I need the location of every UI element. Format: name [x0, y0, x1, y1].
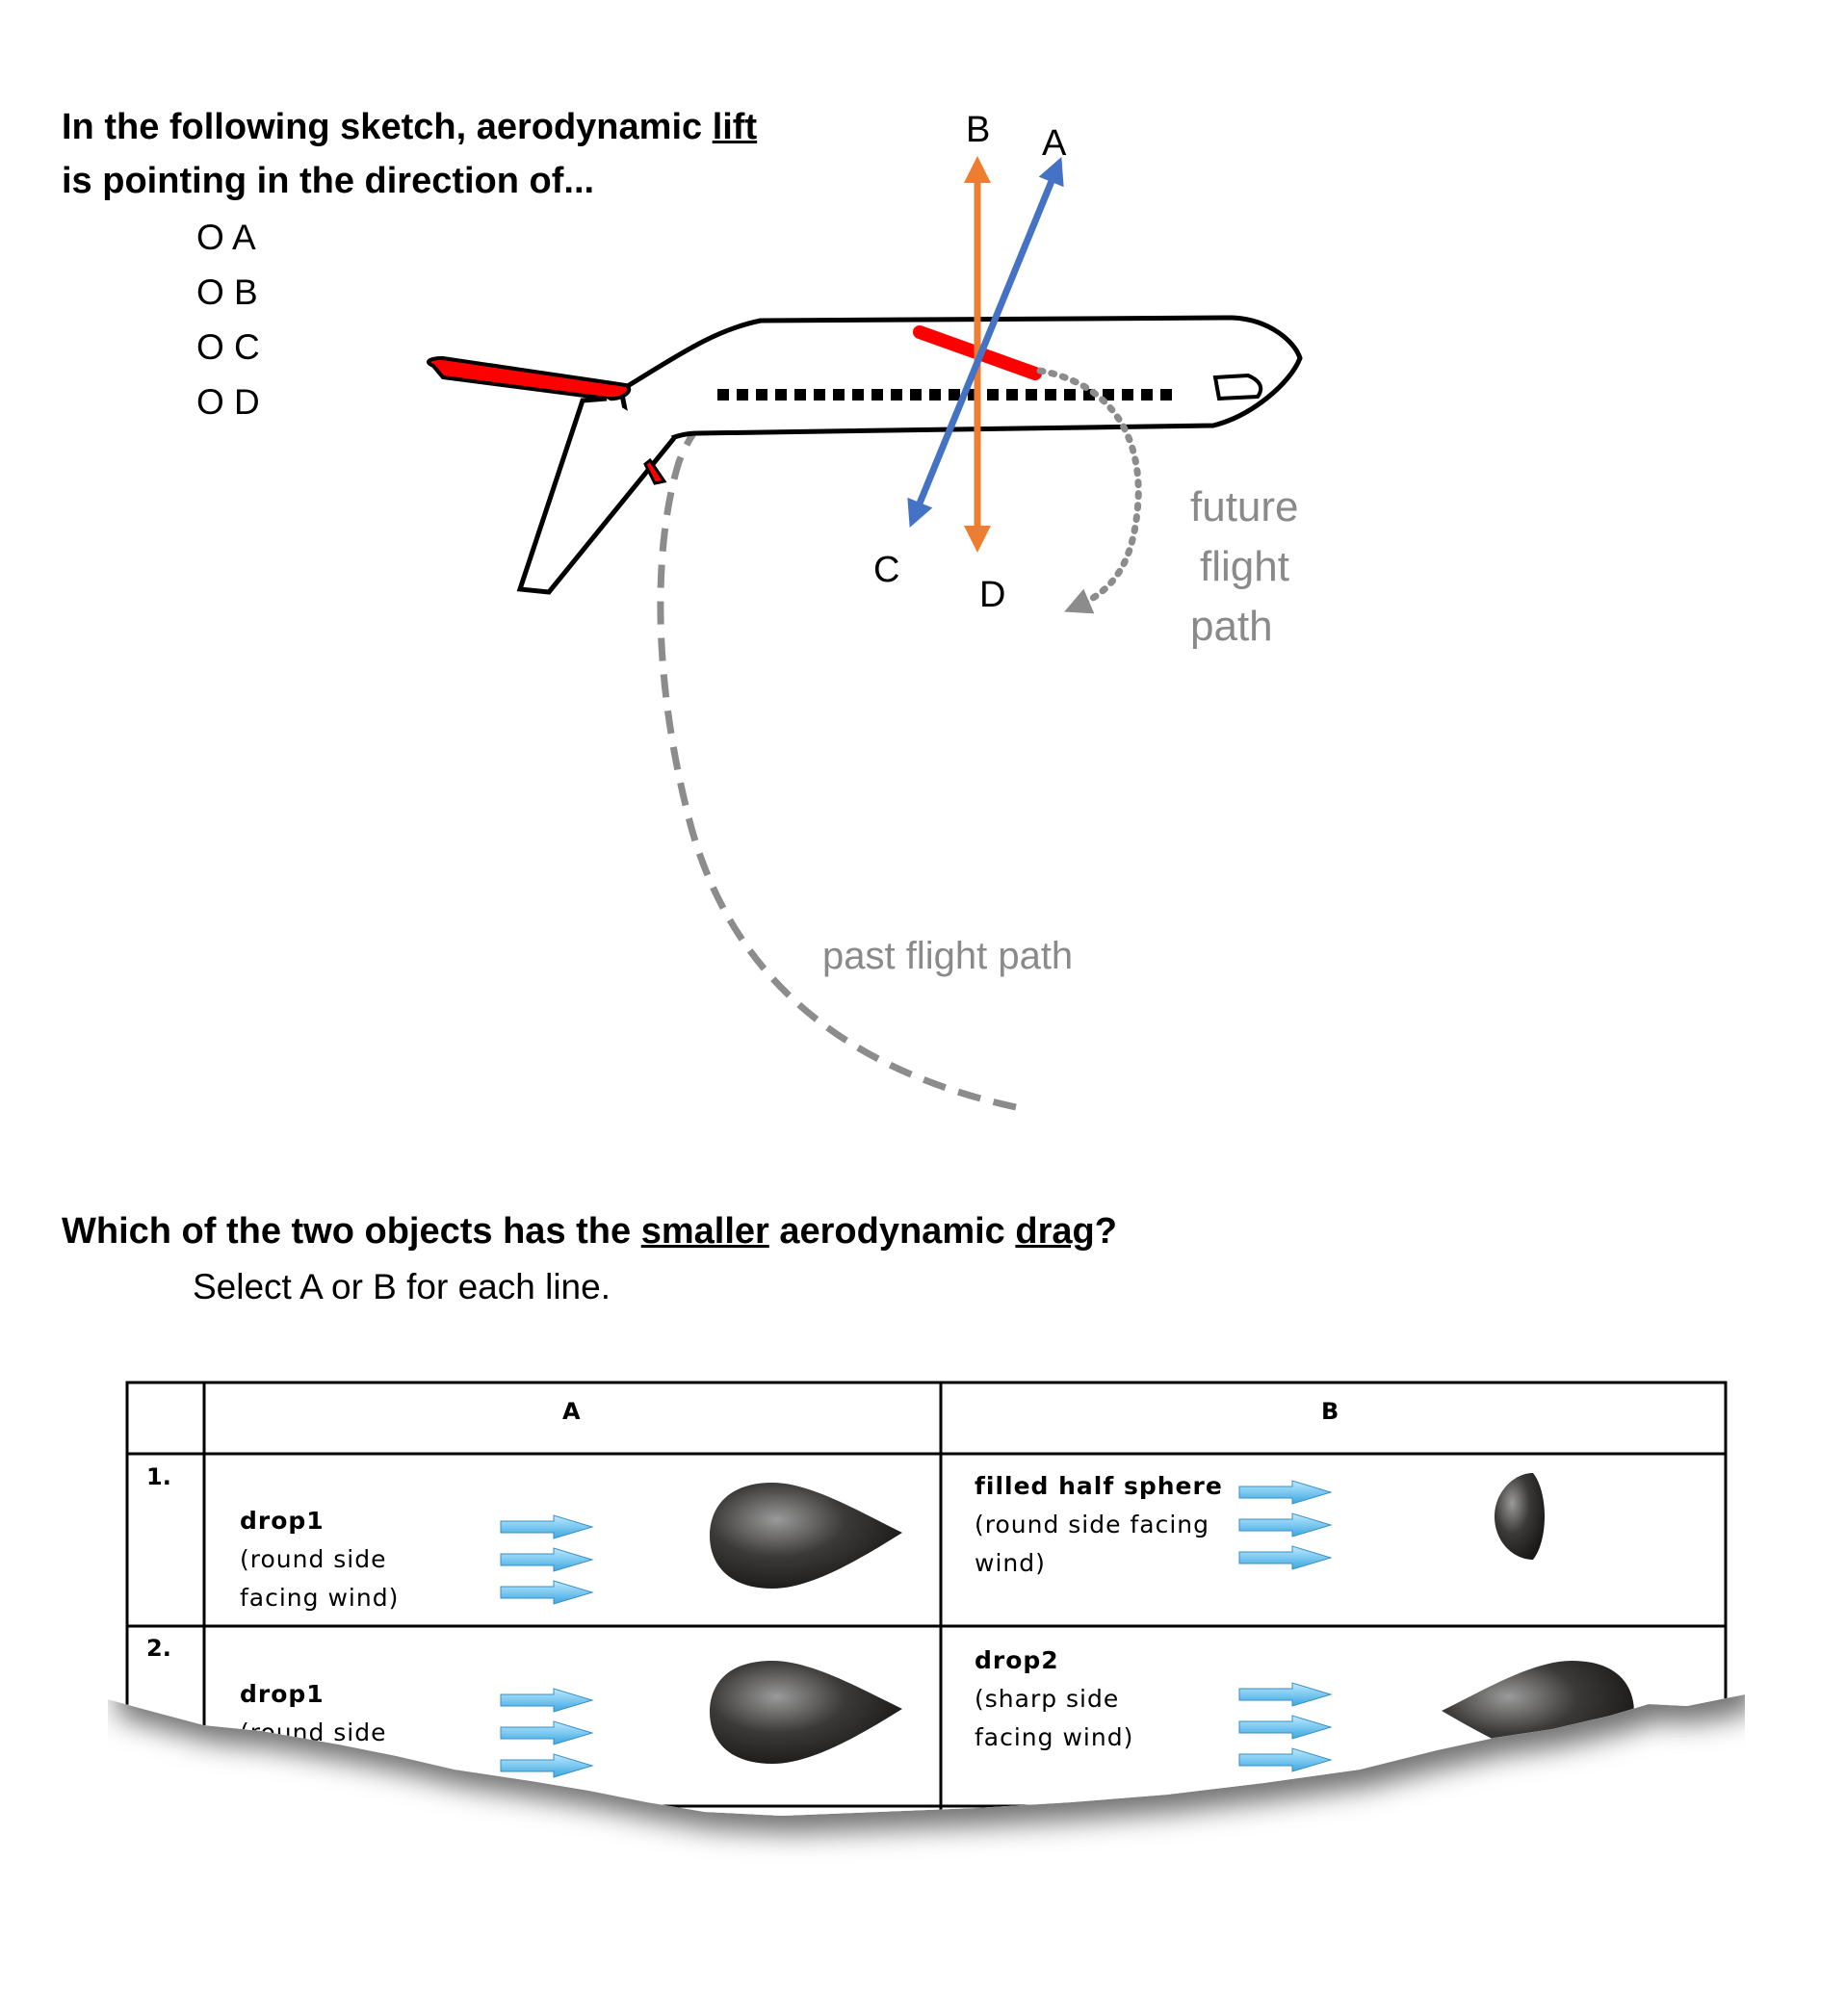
q2-drag: drag — [1015, 1211, 1095, 1252]
row-2-number: 2. — [146, 1635, 171, 1662]
q2-text-2: aerodynamic — [768, 1211, 1016, 1252]
past-path-label: past flight path — [822, 935, 1074, 977]
future-path-label-line3: path — [1190, 603, 1273, 650]
wind-arrows-1b — [1239, 1481, 1331, 1569]
row-1-a-line1: (round side — [240, 1545, 387, 1573]
option-b[interactable]: O B — [196, 272, 258, 312]
table-header-a: A — [562, 1398, 581, 1425]
option-c[interactable]: O C — [196, 327, 260, 367]
row-2-b-text: drop2 (sharp side facing wind) — [975, 1641, 1133, 1757]
q2-text-1: Which of the two objects has the — [62, 1211, 641, 1252]
wind-arrows-2a — [501, 1689, 592, 1777]
question-1-text-line2: is pointing in the direction of... — [62, 161, 595, 201]
arrow-a-c — [907, 157, 1064, 528]
table-header-b: B — [1321, 1398, 1339, 1425]
row-1-b-text: filled half sphere (round side facing wi… — [975, 1467, 1223, 1583]
half-sphere-shape-row1 — [1495, 1473, 1545, 1560]
small-fin — [643, 457, 667, 485]
wind-arrows-2b — [1239, 1683, 1331, 1771]
airplane-diagram — [427, 156, 1303, 1111]
row-1-a-text: drop1 (round side facing wind) — [240, 1502, 399, 1617]
drop1-shape-row1 — [710, 1483, 902, 1589]
label-c: C — [873, 550, 900, 590]
future-path-label-line1: future — [1190, 483, 1299, 530]
cockpit-window — [1212, 373, 1263, 401]
label-a: A — [1042, 123, 1067, 164]
question-2-subtitle: Select A or B for each line. — [193, 1267, 611, 1306]
tail-strut — [516, 396, 676, 595]
wind-arrows-1a — [501, 1515, 592, 1604]
row-2-b-line2: facing wind) — [975, 1723, 1134, 1751]
future-path-label-line2: flight — [1200, 543, 1289, 590]
lift-word: lift — [712, 107, 758, 147]
torn-table-clip: A B 1. drop1 (round side facing wind) fi… — [108, 1367, 1745, 1868]
past-flight-path — [657, 345, 1017, 1111]
row-2-b-title: drop2 — [975, 1646, 1059, 1674]
row-1-b-line2: wind) — [975, 1549, 1046, 1577]
answer-options: O A O B O C O D — [196, 210, 260, 429]
q2-smaller: smaller — [640, 1211, 769, 1252]
question-1-prompt: In the following sketch, aerodynamic lif… — [62, 100, 757, 208]
question-2-prompt: Which of the two objects has the smaller… — [62, 1211, 1117, 1253]
q2-text-3: ? — [1094, 1211, 1117, 1252]
question-1-text: In the following sketch, aerodynamic — [62, 107, 713, 147]
drop1-shape-row2 — [710, 1661, 902, 1764]
future-flight-path — [1036, 367, 1142, 614]
row-2-a-title: drop1 — [240, 1680, 325, 1708]
row-1-number: 1. — [146, 1463, 171, 1490]
label-d: D — [979, 575, 1006, 615]
row-1-a-line2: facing wind) — [240, 1584, 400, 1612]
tail-fin — [427, 355, 632, 401]
row-2-b-line1: (sharp side — [975, 1685, 1120, 1713]
row-1-b-title: filled half sphere — [975, 1472, 1223, 1500]
row-1-a-title: drop1 — [240, 1507, 325, 1535]
row-1-b-line1: (round side facing — [975, 1511, 1209, 1538]
option-d[interactable]: O D — [196, 382, 260, 422]
label-b: B — [966, 110, 991, 150]
future-path-label: future flight path — [1190, 478, 1299, 657]
option-a[interactable]: O A — [196, 218, 256, 257]
